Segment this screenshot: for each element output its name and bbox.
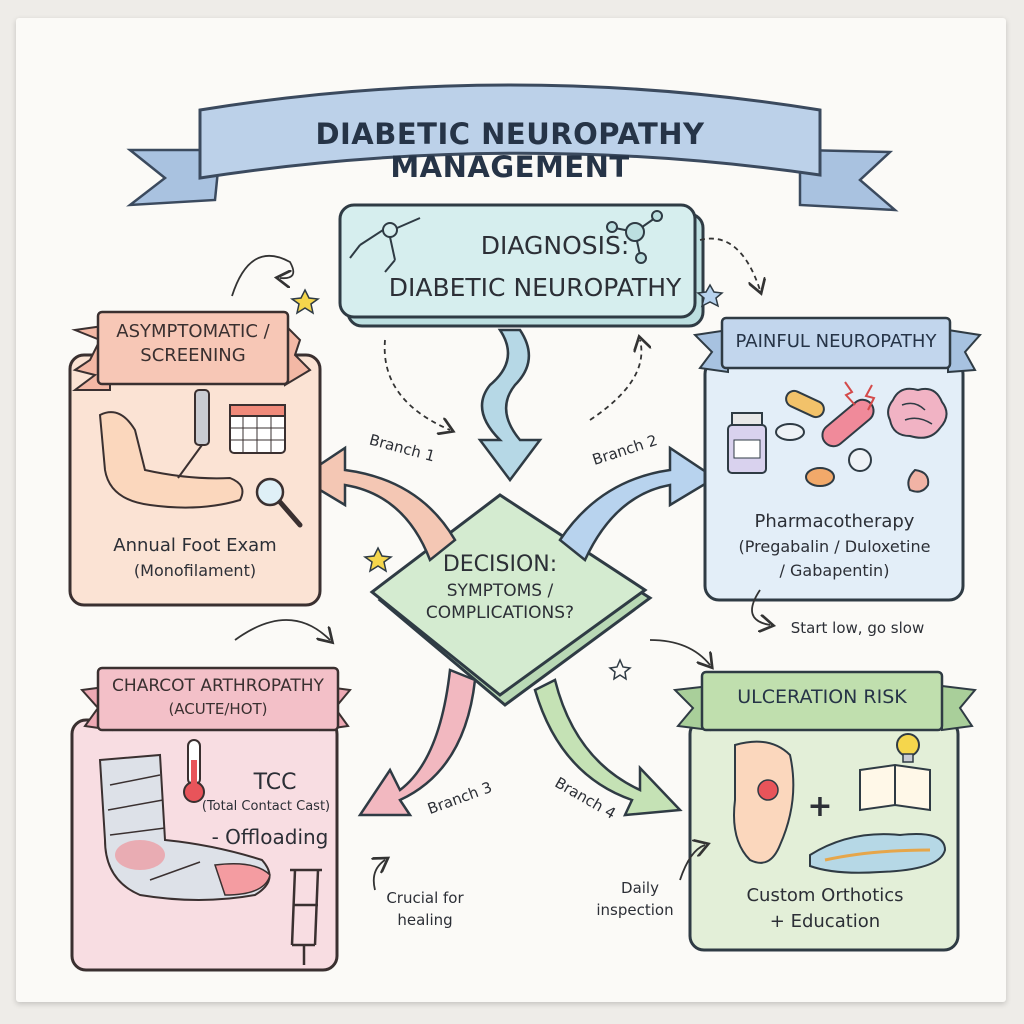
pain-spark-icon: [844, 381, 930, 493]
pill-bottle-icon: [727, 412, 767, 474]
decorative-stars: [289, 283, 724, 681]
decision-label-line3: COMPLICATIONS?: [425, 603, 575, 623]
painful-note: Start low, go slow: [790, 619, 925, 637]
book-lightbulb-icon: [859, 733, 931, 812]
charcot-label-line2: (ACUTE/HOT): [168, 700, 268, 718]
ulceration-text-line2: + Education: [769, 911, 881, 932]
charcot-note-line1: Crucial for: [386, 889, 464, 907]
asymptomatic-text-line1: Annual Foot Exam: [113, 535, 277, 556]
asymptomatic-label-line2: SCREENING: [140, 345, 246, 366]
magnifier-icon: [255, 477, 303, 528]
molecule-icon: [606, 210, 663, 264]
asymptomatic-text-line2: (Monofilament): [133, 561, 257, 580]
diagnosis-label-line1: DIAGNOSIS:: [480, 231, 630, 260]
insole-icon: [809, 833, 947, 874]
diagnosis-box: [338, 203, 705, 328]
neuron-icon: [349, 217, 421, 273]
painful-text-line1: Pharmacotherapy: [754, 511, 915, 532]
thermometer-icon: [183, 739, 205, 803]
decision-label-line1: DECISION:: [442, 552, 558, 577]
cast-foot-icon: [98, 753, 271, 901]
calendar-icon: [229, 404, 286, 454]
page-title: DIABETIC NEUROPATHY MANAGEMENT: [315, 117, 705, 185]
diagnosis-label-line2: DIABETIC NEUROPATHY: [388, 273, 682, 302]
branch-3-arrow: [357, 668, 477, 817]
diagnosis-to-decision-arrow: [477, 328, 543, 483]
painful-text-line2: (Pregabalin / Duloxetine: [738, 537, 931, 556]
branch-1-arrow: [297, 445, 457, 563]
painful-label: PAINFUL NEUROPATHY: [735, 331, 937, 352]
decision-label-line2: SYMPTOMS /: [446, 581, 554, 601]
branch-2-arrow: [558, 445, 718, 562]
charcot-note-line2: healing: [397, 911, 453, 929]
charcot-text-line1: TCC: [253, 770, 297, 795]
capsule-icon: [775, 389, 875, 487]
painful-text-line3: / Gabapentin): [779, 561, 890, 580]
charcot-label-line1: CHARCOT ARTHROPATHY: [112, 676, 324, 696]
branch-4-arrow: [533, 678, 683, 817]
foot-icon: [98, 411, 244, 509]
ulceration-label: ULCERATION RISK: [737, 686, 907, 708]
crutch-icon: [290, 868, 322, 965]
asymptomatic-label-line1: ASYMPTOMATIC /: [116, 321, 270, 342]
charcot-text-line2: (Total Contact Cast): [201, 799, 331, 814]
monofilament-icon: [177, 389, 210, 479]
ulceration-note-line2: inspection: [596, 901, 674, 919]
ulceration-note-line1: Daily: [621, 879, 659, 897]
charcot-text-line3: - Offloading: [211, 825, 329, 849]
brain-icon: [887, 387, 948, 439]
title-ribbon: [126, 83, 899, 212]
ulceration-plus: +: [807, 789, 833, 824]
ulceration-text-line1: Custom Orthotics: [746, 885, 904, 906]
decorative-arrows: [231, 237, 770, 891]
foot-ulcer-icon: [733, 740, 795, 864]
